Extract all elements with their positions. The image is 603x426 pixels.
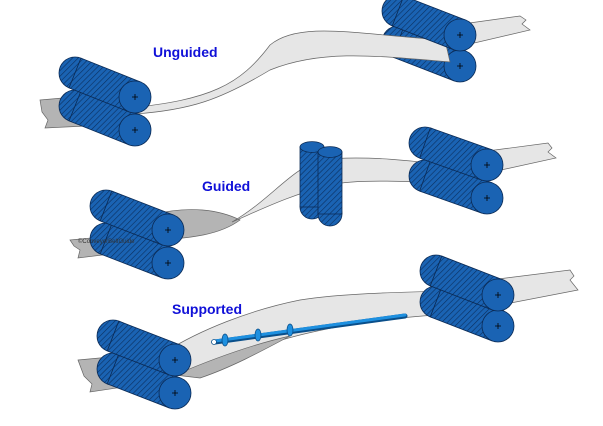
label-unguided: Unguided: [153, 44, 218, 60]
label-supported: Supported: [172, 301, 242, 317]
roller: [89, 222, 185, 280]
roller: [408, 126, 504, 182]
roller: [96, 319, 192, 377]
label-guided: Guided: [202, 178, 250, 194]
axle-plus-icon: [132, 127, 138, 133]
roller: [419, 254, 515, 312]
roller: [96, 352, 192, 410]
scene-guided: ©ConveyorBeltGuide Guided: [69, 126, 557, 280]
axle-plus-icon: [165, 227, 171, 233]
watermark: ©ConveyorBeltGuide: [78, 238, 135, 245]
axle-plus-icon: [457, 63, 463, 69]
axle-plus-icon: [172, 390, 178, 396]
axle-plus-icon: [495, 292, 501, 298]
axle-plus-icon: [457, 32, 463, 38]
roller: [58, 89, 152, 147]
roller: [419, 285, 515, 343]
axle-plus-icon: [172, 357, 178, 363]
scene-supported: Supported: [77, 254, 579, 410]
roller: [317, 146, 343, 227]
belt-twisted-span: [127, 30, 451, 115]
roller: [381, 0, 477, 52]
roller: [89, 189, 185, 247]
scene-unguided: Unguided: [39, 0, 531, 147]
axle-plus-icon: [484, 162, 490, 168]
axle-plus-icon: [495, 323, 501, 329]
axle-plus-icon: [132, 94, 138, 100]
roller-end: [317, 146, 343, 158]
roller: [408, 159, 504, 215]
roller: [58, 56, 152, 114]
axle-plus-icon: [165, 260, 171, 266]
axle-plus-icon: [484, 195, 490, 201]
support-rod: [211, 313, 408, 347]
